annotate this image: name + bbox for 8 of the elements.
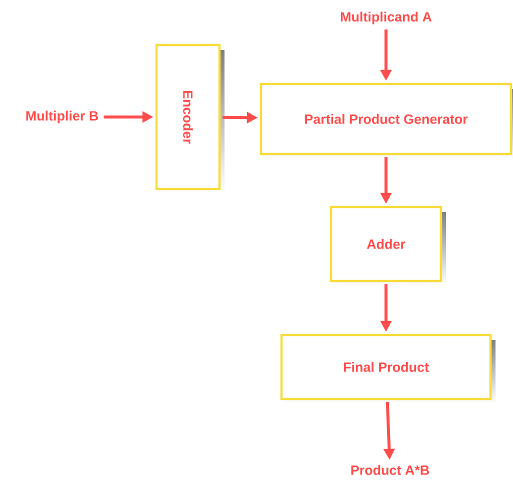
signal-label: Multiplier B [26, 110, 98, 124]
signal-label: Multiplicand A [340, 12, 432, 24]
block-box: Final Product [280, 334, 496, 404]
node-label: Partial Product Generator [305, 114, 468, 124]
signal-label: Product A*B [351, 465, 429, 475]
block-box: Partial Product Generator [260, 82, 513, 159]
block-box: Adder [330, 206, 446, 286]
block-box: Encoder [155, 44, 224, 194]
